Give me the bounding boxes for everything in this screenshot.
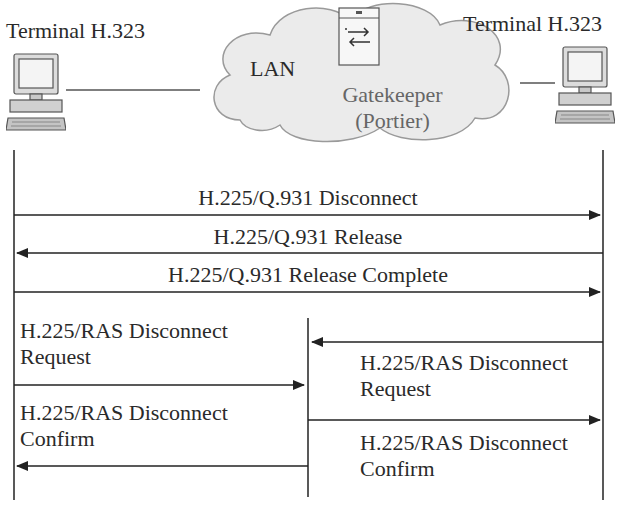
terminal-label: Terminal H.323 xyxy=(6,18,145,44)
message-arrow xyxy=(308,419,600,421)
network-link xyxy=(66,89,200,90)
message-label: H.225/RAS Disconnect Request xyxy=(20,318,270,370)
computer-icon xyxy=(6,50,66,142)
gatekeeper-icon xyxy=(336,6,382,68)
message-label: H.225/Q.931 Disconnect xyxy=(8,185,608,211)
lifeline xyxy=(13,150,15,500)
message-label: H.225/RAS Disconnect Confirm xyxy=(360,430,605,482)
terminal: Terminal H.323 xyxy=(463,11,615,135)
network-link xyxy=(520,82,555,83)
terminal: Terminal H.323 xyxy=(6,18,145,142)
message-arrow xyxy=(14,214,600,216)
message-arrow xyxy=(14,291,600,293)
message-arrow xyxy=(17,252,603,254)
message-arrow xyxy=(14,384,304,386)
computer-icon xyxy=(555,43,615,135)
terminal-label: Terminal H.323 xyxy=(463,11,615,37)
gatekeeper-label: Gatekeeper (Portier) xyxy=(330,82,455,134)
lifeline xyxy=(307,318,309,497)
message-label: H.225/RAS Disconnect Confirm xyxy=(20,400,270,452)
network-label: LAN xyxy=(250,56,310,82)
message-label: H.225/Q.931 Release Complete xyxy=(8,262,608,288)
message-label: H.225/RAS Disconnect Request xyxy=(360,350,605,402)
lifeline xyxy=(602,150,604,500)
message-arrow xyxy=(312,341,603,343)
message-arrow xyxy=(17,465,308,467)
message-label: H.225/Q.931 Release xyxy=(8,224,608,250)
